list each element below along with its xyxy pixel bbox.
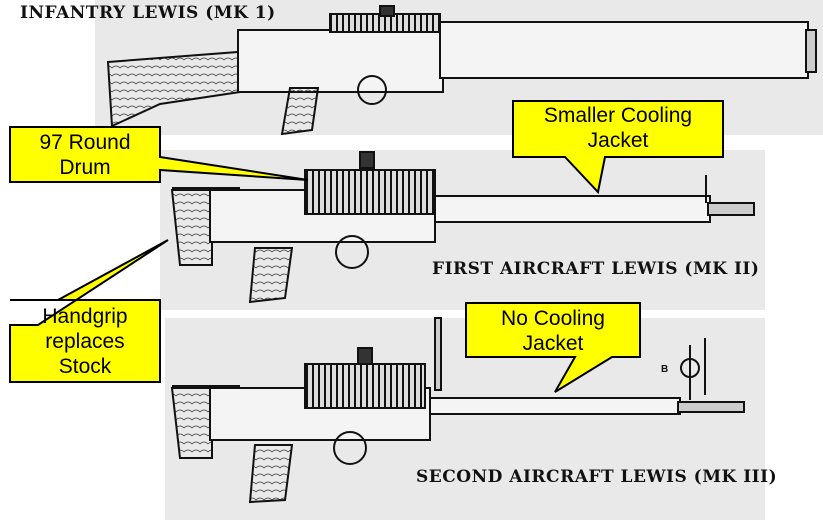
muzzle-mk2 xyxy=(707,202,755,216)
trigger-guard-mk1 xyxy=(357,75,387,105)
callout-smaller-jacket-line-2: Jacket xyxy=(587,129,649,152)
title-mk3: SECOND AIRCRAFT LEWIS (MK III) xyxy=(416,467,778,487)
ring-sight-mk3 xyxy=(680,358,700,378)
callout-no-jacket-bubble xyxy=(465,302,641,393)
callout-drum: 97 Round Drum xyxy=(10,130,160,180)
pistol-grip-mk1 xyxy=(280,87,320,136)
title-mk1: INFANTRY LEWIS (MK 1) xyxy=(20,3,276,23)
gas-rod-mk3 xyxy=(434,317,442,391)
drum-mk2 xyxy=(304,169,436,215)
cocking-handle-mk1 xyxy=(379,5,395,17)
callout-handgrip-line-1: Handgrip xyxy=(42,305,128,328)
callout-no-jacket-line-1: No Cooling xyxy=(501,307,605,330)
sight-label: B xyxy=(661,364,668,375)
muzzle-mk3 xyxy=(677,401,745,413)
spade-grip-mk2 xyxy=(170,189,213,266)
cocking-handle-mk2 xyxy=(359,151,375,169)
barrel-mk2 xyxy=(434,195,711,223)
stock-mk1 xyxy=(106,50,242,128)
callout-smaller-jacket: Smaller Cooling Jacket xyxy=(513,103,723,153)
cocking-handle-mk3 xyxy=(357,347,373,365)
pistol-grip-mk3 xyxy=(248,444,294,504)
callout-handgrip-line-2: replaces xyxy=(45,330,125,353)
pistol-grip-mk2 xyxy=(248,247,294,304)
callout-no-jacket-line-2: Jacket xyxy=(522,332,584,355)
gun-mk1 xyxy=(106,5,817,136)
cooling-jacket-mk1 xyxy=(439,21,809,79)
callout-no-jacket: No Cooling Jacket xyxy=(466,306,640,356)
callout-drum-line-2: Drum xyxy=(59,156,111,179)
callout-handgrip-bubble xyxy=(9,239,169,383)
callout-handgrip: Handgrip replaces Stock xyxy=(10,304,160,379)
callout-smaller-jacket-bubble xyxy=(512,100,724,195)
trigger-guard-mk2 xyxy=(335,235,369,269)
spade-grip-mk3 xyxy=(170,387,213,459)
callout-handgrip-line-3: Stock xyxy=(58,355,112,378)
muzzle-mk1 xyxy=(805,29,817,73)
callout-drum-bubble xyxy=(9,126,309,183)
callout-smaller-jacket-line-1: Smaller Cooling xyxy=(543,104,693,127)
title-mk2: FIRST AIRCRAFT LEWIS (MK II) xyxy=(432,259,760,279)
gun-mk2 xyxy=(170,151,755,304)
callout-drum-line-1: 97 Round xyxy=(39,131,131,154)
gun-mk3 xyxy=(170,317,745,504)
drum-mk3 xyxy=(304,363,426,409)
receiver-mk1 xyxy=(237,29,444,93)
trigger-guard-mk3 xyxy=(333,431,367,465)
